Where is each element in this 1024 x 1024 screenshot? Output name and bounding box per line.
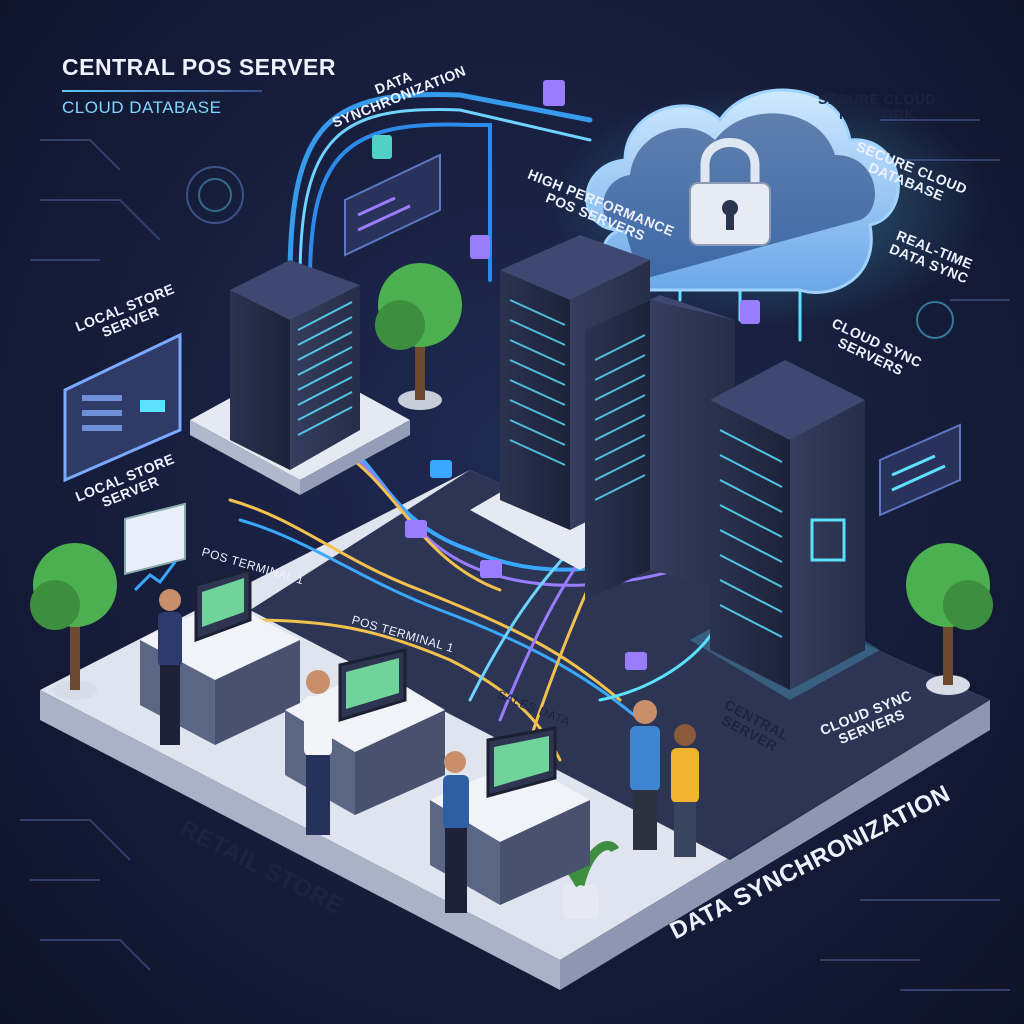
tree-icon-center — [375, 263, 462, 410]
data-packet-icons — [372, 80, 760, 670]
lock-icon — [689, 138, 771, 246]
cashier-person-3 — [443, 751, 469, 913]
floating-monitor-left — [63, 332, 182, 483]
page-subtitle: CLOUD DATABASE — [62, 98, 222, 117]
customer-person-2 — [671, 724, 699, 857]
page-title: CENTRAL POS SERVER — [62, 54, 336, 80]
tree-icon-left — [30, 543, 117, 700]
chart-board — [124, 502, 186, 592]
customer-person-1 — [630, 700, 660, 850]
local-store-server-rack — [190, 260, 410, 495]
title-underline — [62, 90, 262, 92]
main-platform — [40, 470, 990, 990]
central-server-rack — [690, 360, 880, 700]
tree-icon-right — [906, 543, 993, 695]
floating-panel-right — [879, 423, 961, 517]
floating-code-panel — [344, 153, 441, 257]
cashier-person-1 — [158, 589, 182, 745]
label-secure-cloud-network: SECURE CLOUD NETWORK — [818, 91, 937, 122]
cashier-person-2 — [304, 670, 332, 835]
